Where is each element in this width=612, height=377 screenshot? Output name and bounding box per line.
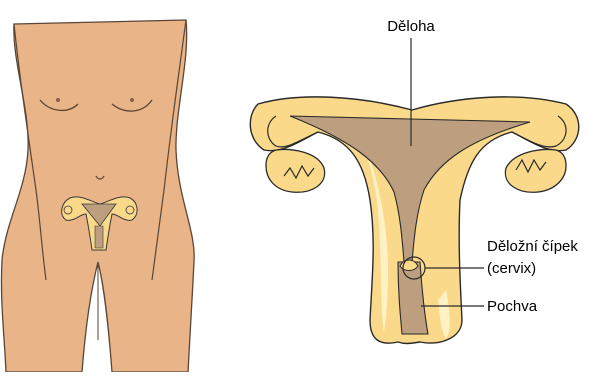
right-ovary — [505, 150, 566, 193]
left-nipple — [56, 98, 60, 102]
label-vagina: Pochva — [487, 298, 538, 315]
right-nipple — [130, 98, 134, 102]
label-cervix-latin: (cervix) — [487, 260, 536, 277]
label-uterus: Děloha — [387, 18, 435, 35]
left-ovary — [266, 150, 325, 193]
label-cervix: Děložní čípek — [487, 238, 578, 255]
torso-figure — [1, 20, 194, 372]
